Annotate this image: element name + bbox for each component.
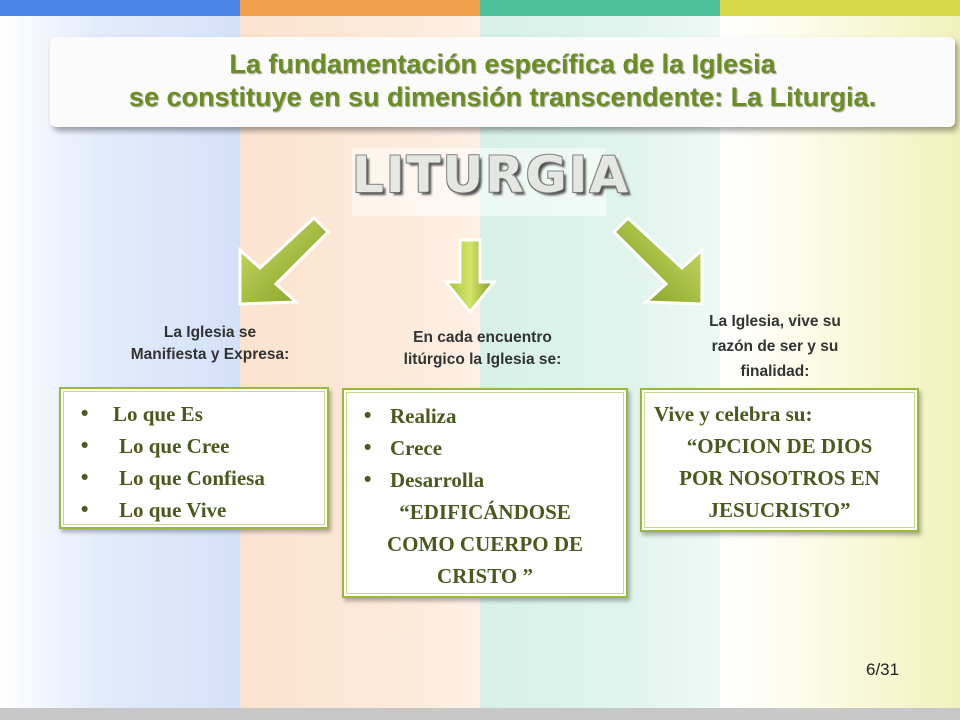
item-text: Lo que Confiesa xyxy=(119,466,265,490)
caption-line: litúrgico la Iglesia se: xyxy=(403,351,562,368)
caption-column-1: La Iglesia se Manifiesta y Expresa: xyxy=(70,322,350,366)
caption-column-2: En cada encuentro litúrgico la Iglesia s… xyxy=(340,327,625,371)
list-item: •Realiza xyxy=(364,404,457,428)
bg-column-yellow xyxy=(720,16,960,708)
list-item: •Lo que Cree xyxy=(81,434,230,458)
list-item: •Lo que Es xyxy=(81,402,203,426)
item-text: Realiza xyxy=(390,404,457,428)
box-manifiesta: •Lo que Es •Lo que Cree •Lo que Confiesa… xyxy=(59,387,329,529)
item-text: Lo que Es xyxy=(113,402,203,426)
big-word-liturgia: LITURGIA xyxy=(352,146,631,204)
stripe-yellow xyxy=(720,0,960,16)
closing-line: “EDIFICÁNDOSE xyxy=(399,500,571,524)
box-vive-celebra: Vive y celebra su: “OPCION DE DIOS POR N… xyxy=(640,388,919,532)
closing-line: CRISTO ” xyxy=(437,564,533,588)
caption-line: finalidad: xyxy=(740,363,810,380)
bg-column-blue xyxy=(0,16,240,708)
slide-title-line-1: La fundamentación específica de la Igles… xyxy=(229,49,776,79)
item-text: Crece xyxy=(390,436,443,460)
opcion-line: JESUCRISTO” xyxy=(708,498,851,522)
box-edificandose: •Realiza •Crece •Desarrolla “EDIFICÁNDOS… xyxy=(342,388,628,598)
slide-title-line-2: se constituye en su dimensión transcende… xyxy=(128,82,877,112)
page-number: 6/31 xyxy=(866,660,900,679)
opcion-line: “OPCION DE DIOS xyxy=(686,434,873,458)
closing-line: COMO CUERPO DE xyxy=(387,532,583,556)
caption-line: En cada encuentro xyxy=(413,329,552,346)
caption-column-3: La Iglesia, vive su razón de ser y su fi… xyxy=(640,309,910,384)
stripe-orange xyxy=(240,0,480,16)
caption-line: Manifiesta y Expresa: xyxy=(130,346,290,363)
title-box: La fundamentación específica de la Igles… xyxy=(50,37,955,127)
caption-line: La Iglesia, vive su xyxy=(709,313,841,330)
big-word-backdrop xyxy=(352,148,606,216)
intro-text: Vive y celebra su: xyxy=(654,402,813,426)
stripe-teal xyxy=(480,0,720,16)
item-text: Lo que Vive xyxy=(119,498,227,522)
item-text: Lo que Cree xyxy=(119,434,230,458)
item-text: Desarrolla xyxy=(390,468,485,492)
list-item: •Desarrolla xyxy=(364,468,485,492)
arrow-down-icon xyxy=(442,238,498,315)
opcion-line: POR NOSOTROS EN xyxy=(679,466,880,490)
caption-line: La Iglesia se xyxy=(163,324,257,341)
arrow-down-left-icon xyxy=(238,215,331,306)
list-item: •Lo que Confiesa xyxy=(81,466,265,490)
stripe-blue xyxy=(0,0,240,16)
list-item: •Crece xyxy=(364,436,443,460)
arrow-down-right-icon xyxy=(611,215,704,306)
footer-bar xyxy=(0,708,960,720)
caption-line: razón de ser y su xyxy=(711,338,839,355)
list-item: •Lo que Vive xyxy=(81,498,227,522)
